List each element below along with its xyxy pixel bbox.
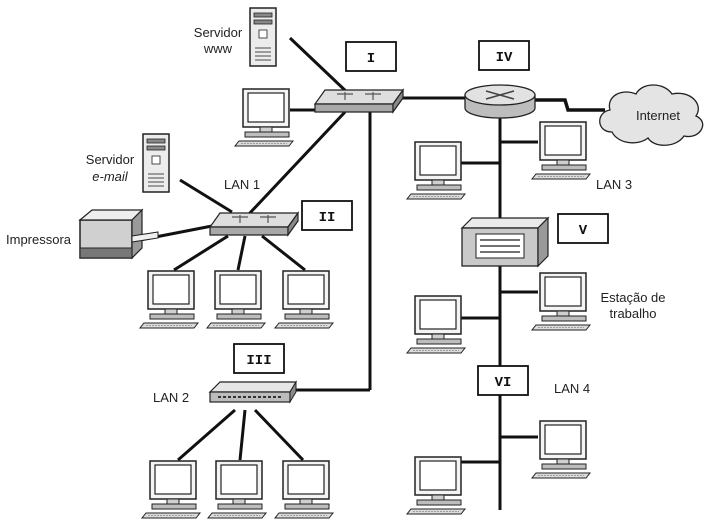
- box-iv-label: IV: [496, 50, 513, 66]
- workstation-label-line1: Estação de: [600, 290, 665, 305]
- box-i: I: [345, 41, 397, 72]
- switch-ii-icon: [209, 212, 299, 236]
- box-ii: II: [301, 200, 353, 231]
- lan2-label: LAN 2: [153, 390, 189, 405]
- box-v: V: [557, 213, 609, 244]
- box-v-label: V: [579, 223, 588, 239]
- lan1-label: LAN 1: [224, 177, 260, 192]
- box-vi-label: VI: [495, 375, 512, 391]
- lan4-label: LAN 4: [554, 381, 590, 396]
- pc-icon-lan2-2: [207, 460, 267, 519]
- link-email-to-switch-ii: [179, 178, 233, 214]
- printer-label: Impressora: [6, 232, 72, 247]
- box-iv: IV: [478, 40, 530, 71]
- link-hub-to-pc2: [238, 409, 247, 461]
- switch-i-icon: [314, 89, 404, 113]
- server-v-icon: [460, 216, 550, 268]
- server-email-label-line2: e-mail: [92, 169, 129, 184]
- box-vi: VI: [477, 365, 529, 396]
- internet-label: Internet: [636, 108, 680, 123]
- lan3-label: LAN 3: [596, 177, 632, 192]
- internet-cloud-icon: [599, 84, 704, 146]
- box-iii: III: [233, 343, 285, 374]
- link-switch-ii-to-pc1: [173, 234, 229, 272]
- box-i-label: I: [367, 51, 375, 67]
- box-ii-label: II: [319, 210, 336, 226]
- link-switch-ii-to-pc3: [261, 234, 306, 272]
- link-switch-i-to-switch-ii: [246, 110, 347, 217]
- pc-icon-lan1-3: [274, 270, 334, 329]
- pc-icon-lan3-2: [531, 121, 591, 180]
- box-iii-label: III: [246, 353, 271, 369]
- pc-icon-workstation-right: [531, 272, 591, 331]
- hub-lan2-icon: [208, 380, 298, 404]
- pc-icon-lan4-right: [531, 420, 591, 479]
- server-www-label-line2: www: [203, 41, 233, 56]
- server-email-label-line1: Servidor: [86, 152, 135, 167]
- router-icon: [464, 84, 536, 119]
- server-www-icon: [249, 7, 277, 67]
- server-www-label-line1: Servidor: [194, 25, 243, 40]
- pc-icon-lan4-left: [406, 456, 466, 515]
- pc-icon-lan1-1: [139, 270, 199, 329]
- link-www-to-switch-i: [288, 36, 352, 97]
- server-email-icon: [142, 133, 170, 193]
- link-switch-ii-to-pc2: [236, 235, 247, 271]
- printer-icon: [78, 208, 159, 260]
- link-hub-to-pc1: [177, 408, 236, 462]
- pc-icon-lan2-1: [141, 460, 201, 519]
- pc-icon-lan1-2: [206, 270, 266, 329]
- pc-icon-lan3-1: [406, 141, 466, 200]
- pc-icon-workstation-left: [406, 295, 466, 354]
- wan-link: [535, 98, 605, 112]
- pc-icon-near-switch-i: [234, 88, 294, 147]
- link-hub-to-pc3: [253, 408, 305, 462]
- pc-icon-lan2-3: [274, 460, 334, 519]
- workstation-label-line2: trabalho: [610, 306, 657, 321]
